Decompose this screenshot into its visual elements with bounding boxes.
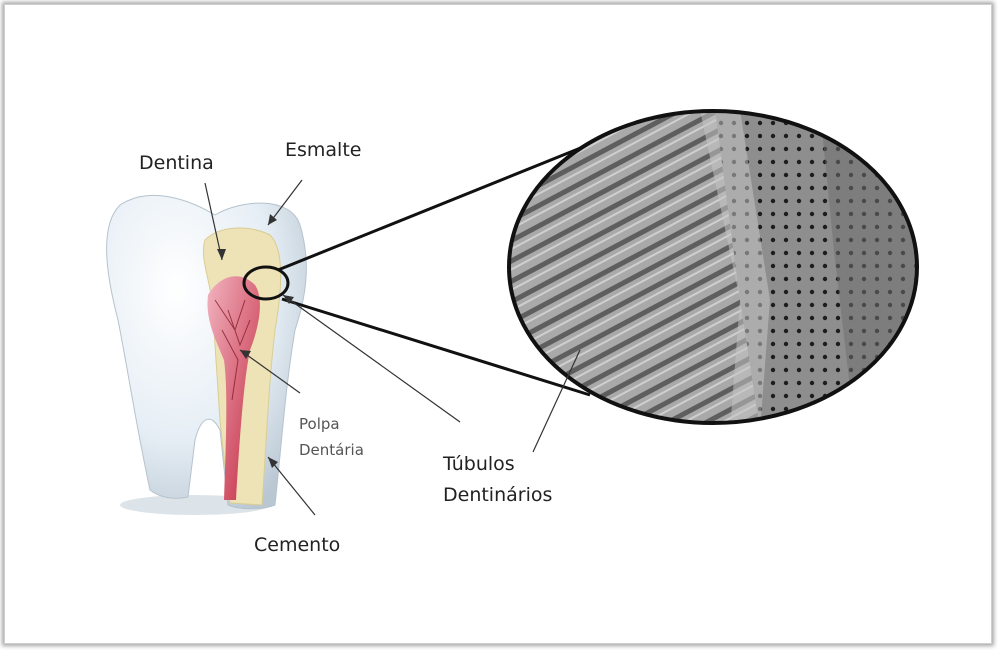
label-esmalte: Esmalte [285, 139, 361, 161]
label-polpa-line1: Polpa [299, 413, 340, 435]
label-tubulos-line1: Túbulos [443, 453, 515, 475]
label-tubulos-line2: Dentinários [443, 484, 552, 506]
label-cemento: Cemento [254, 534, 340, 556]
label-polpa-line2: Dentária [299, 439, 364, 461]
label-dentina: Dentina [139, 152, 214, 174]
